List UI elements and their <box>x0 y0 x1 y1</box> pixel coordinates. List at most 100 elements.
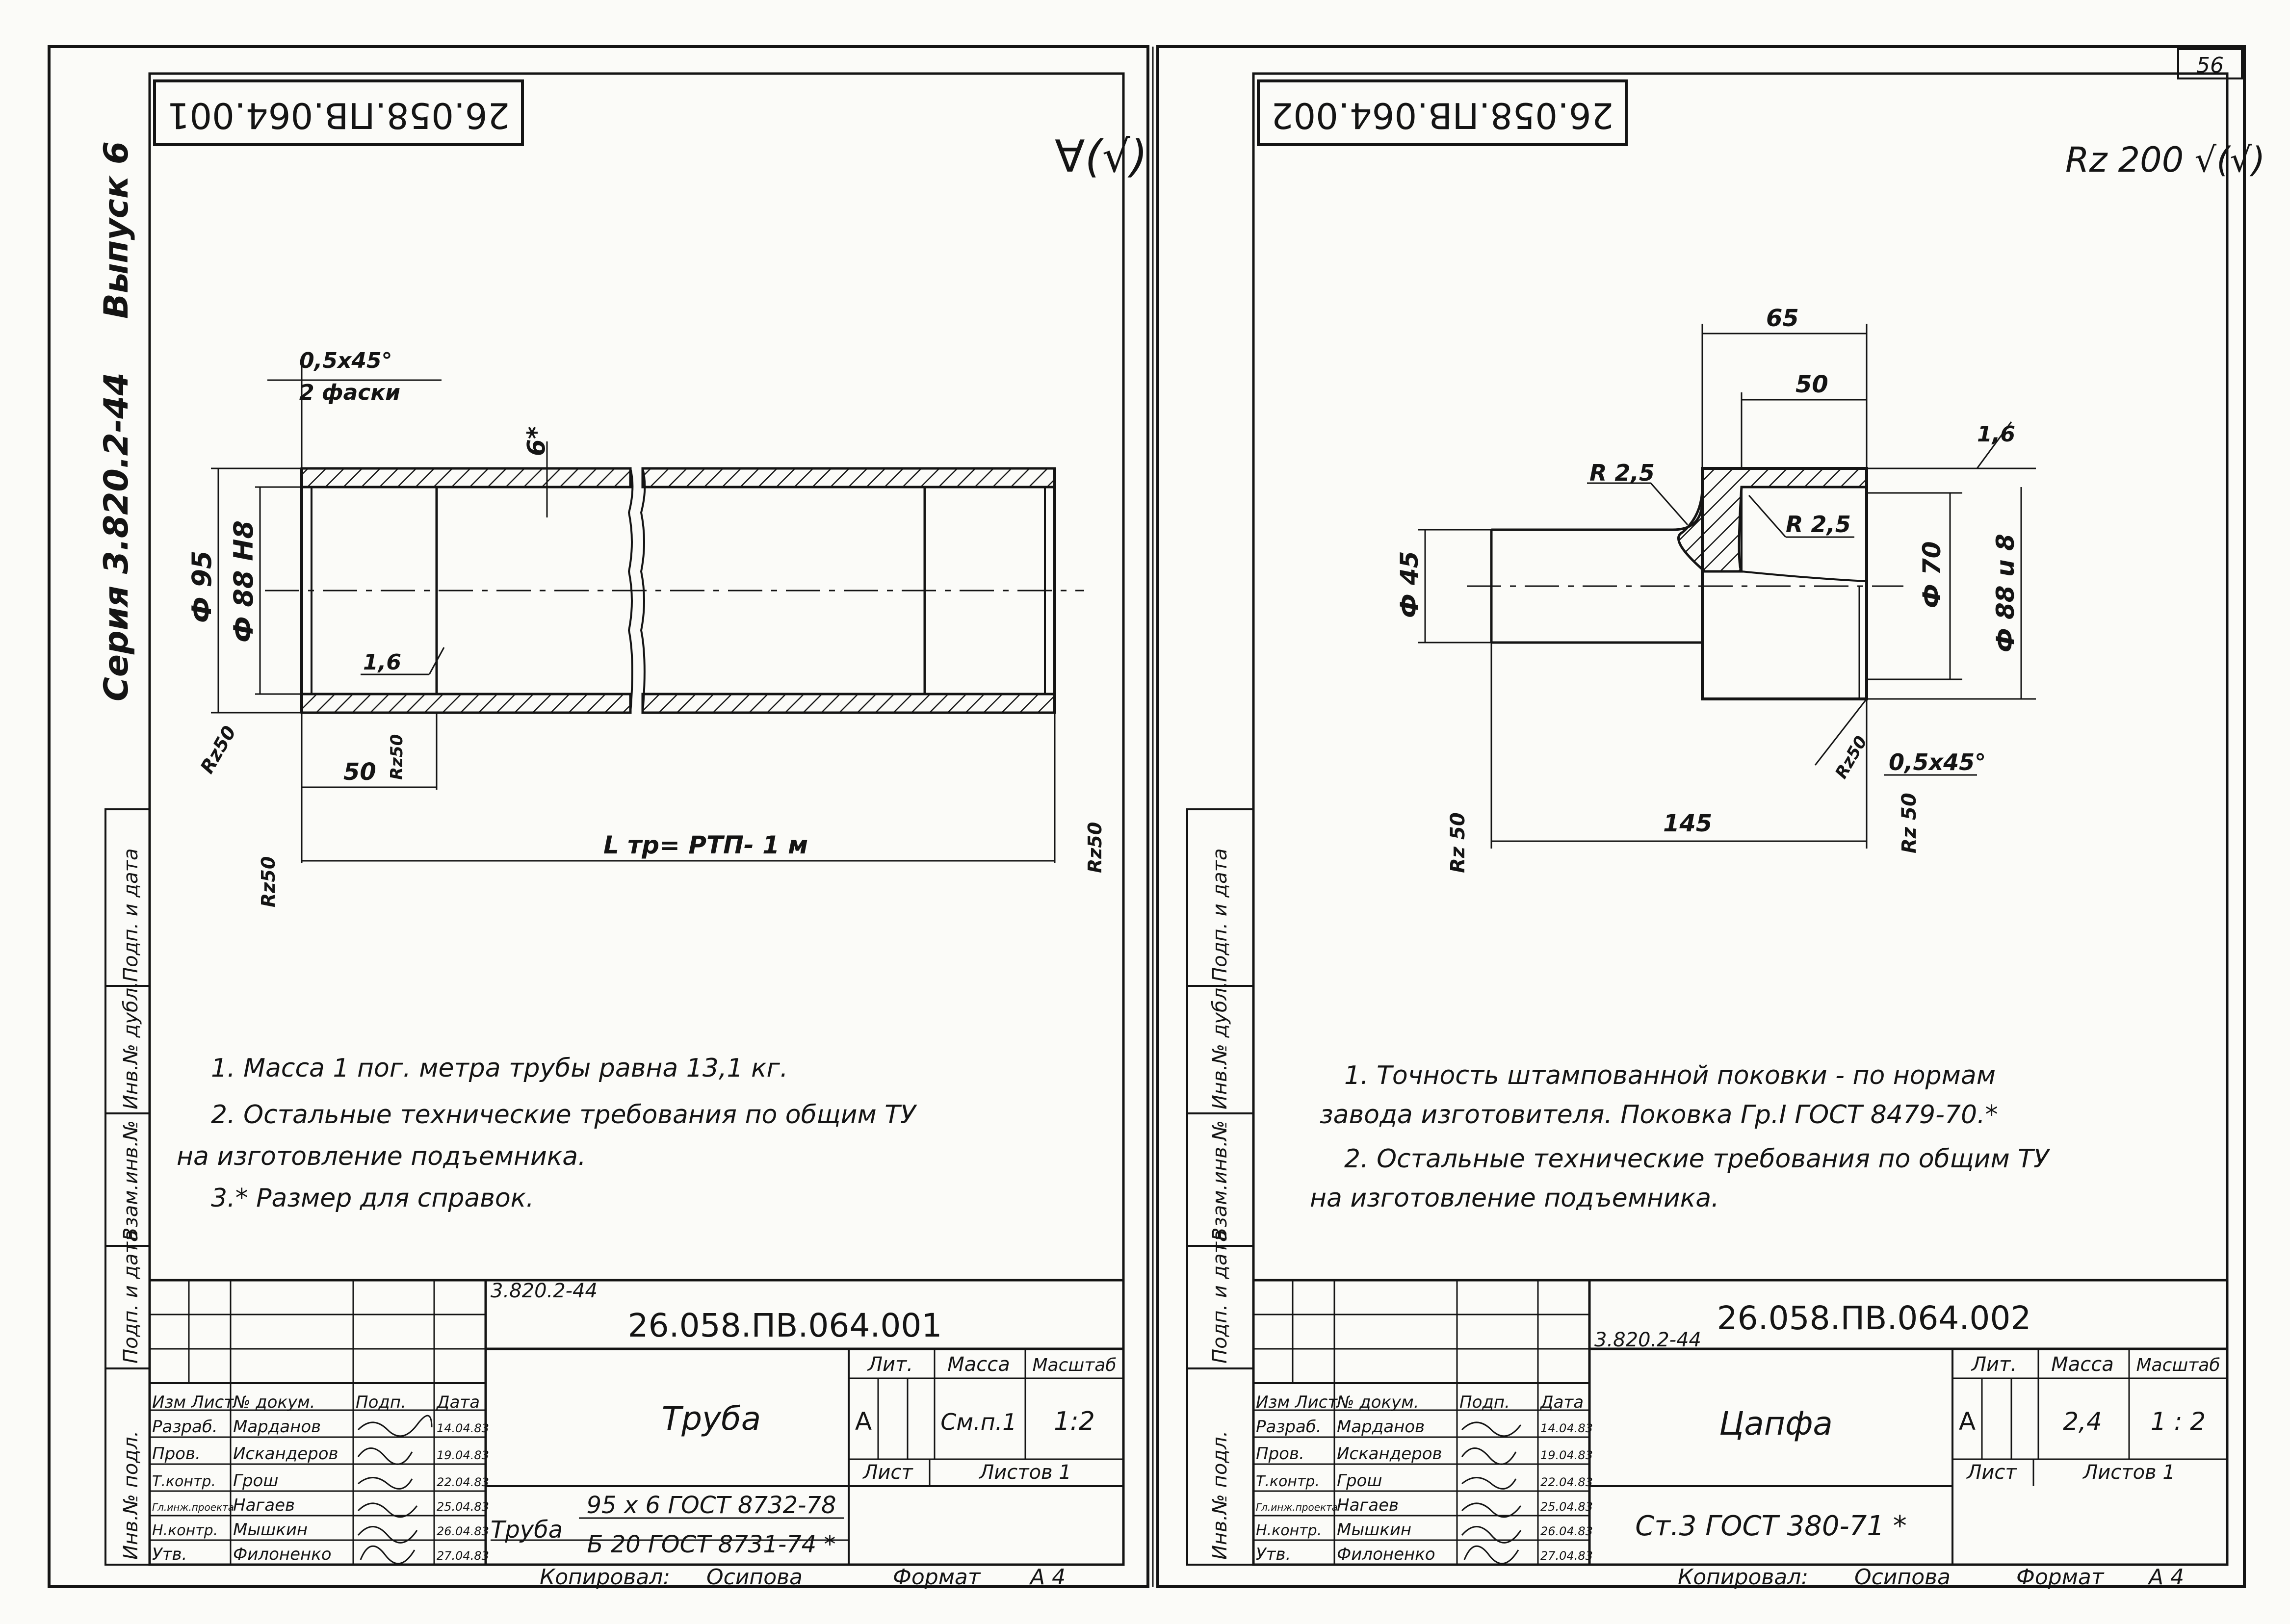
pipe-d-outer: Ф 95 <box>186 551 217 623</box>
right-scale-header: Масштаб <box>2136 1355 2220 1375</box>
left-material-bottom: Б 20 ГОСТ 8731-74 * <box>587 1531 836 1558</box>
right-format-value: А 4 <box>2147 1565 2184 1590</box>
svg-text:Филоненко: Филоненко <box>1337 1545 1435 1564</box>
left-h-list: Лист <box>190 1392 234 1412</box>
stamp-inv-podl: Инв.№ подл. <box>120 1431 142 1560</box>
svg-text:19.04.83: 19.04.83 <box>1540 1448 1593 1462</box>
right-copied-name: Осипова <box>1854 1565 1951 1590</box>
left-mass: См.п.1 <box>940 1409 1016 1435</box>
left-format-value: А 4 <box>1029 1565 1066 1590</box>
page-number-box <box>2177 48 2243 79</box>
trunnion-d70: Ф 70 <box>1918 541 1946 608</box>
pipe-length: L тр= РТП- 1 м <box>603 831 808 859</box>
svg-text:26.04.83: 26.04.83 <box>437 1524 489 1538</box>
trunnion-w50: 50 <box>1796 371 1828 398</box>
left-mass-header: Масса <box>947 1353 1010 1376</box>
left-note-4: 3.* Размер для справок. <box>211 1184 534 1213</box>
right-mass-header: Масса <box>2051 1353 2114 1376</box>
svg-text:26.04.83: 26.04.83 <box>1540 1524 1593 1538</box>
pipe-drawing <box>265 467 1084 714</box>
svg-text:Т.контр.: Т.контр. <box>152 1473 216 1490</box>
trunnion-r-right: R 2,5 <box>1786 511 1851 538</box>
left-scale: 1:2 <box>1054 1407 1095 1436</box>
trunnion-rough-bottom: Rz50 <box>1831 733 1871 782</box>
right-code-rotated: 26.058.ПВ.064.002 <box>1271 95 1614 136</box>
trunnion-d45: Ф 45 <box>1395 551 1424 618</box>
left-signature-rows: Разраб. Марданов 14.04.83 Пров. Искандер… <box>152 1417 489 1564</box>
svg-text:Пров.: Пров. <box>152 1444 201 1464</box>
right-note-4: на изготовление подъемника. <box>1310 1184 1719 1213</box>
left-note-1: 1. Масса 1 пог. метра трубы равна 13,1 к… <box>211 1054 788 1083</box>
right-inner-frame <box>1252 72 2229 1566</box>
svg-text:19.04.83: 19.04.83 <box>437 1448 489 1462</box>
page-number: 56 <box>2196 53 2224 78</box>
right-note-2: завода изготовителя. Поковка Гр.I ГОСТ 8… <box>1320 1100 1998 1130</box>
right-doc-code: 26.058.ПВ.064.002 <box>1717 1299 2031 1337</box>
left-roughness-mark: ∀(√) <box>1055 131 1147 182</box>
left-outer-border <box>48 45 1149 1588</box>
svg-text:Гл.инж.проекта: Гл.инж.проекта <box>152 1501 234 1513</box>
trunnion-dimensions <box>1418 324 2036 849</box>
right-title-block <box>1252 1279 2229 1566</box>
left-copied-label: Копировал: <box>540 1565 670 1590</box>
pipe-rough-left: Rz50 <box>258 856 279 907</box>
pipe-wall: 6* <box>522 426 550 456</box>
right-signature-scribbles <box>1461 1421 1522 1565</box>
right-mass: 2,4 <box>2063 1407 2102 1436</box>
trunnion-rough-left: Rz 50 <box>1447 812 1469 873</box>
right-format-label: Формат <box>2016 1565 2105 1590</box>
svg-text:27.04.83: 27.04.83 <box>1540 1549 1593 1563</box>
svg-text:Н.контр.: Н.контр. <box>1256 1522 1322 1539</box>
left-h-data: Дата <box>436 1392 480 1412</box>
stamp-podp-data-r2: Подп. и дата <box>1209 849 1231 982</box>
svg-text:22.04.83: 22.04.83 <box>437 1475 489 1489</box>
stamp-inv-dubl: Инв.№ дубл. <box>120 981 142 1109</box>
right-lit-header: Лит. <box>1971 1353 2017 1376</box>
left-h-ndoc: № докум. <box>232 1392 315 1412</box>
svg-text:Н.контр.: Н.контр. <box>152 1522 218 1539</box>
right-sheet-header: Лист <box>1966 1461 2017 1484</box>
left-sheet-header: Лист <box>862 1461 913 1484</box>
trunnion-r-left: R 2,5 <box>1589 460 1655 486</box>
svg-text:Марданов: Марданов <box>1337 1417 1425 1437</box>
trunnion-w65: 65 <box>1766 305 1799 332</box>
pipe-d-inner: Ф 88 Н8 <box>228 520 259 643</box>
left-doc-code: 26.058.ПВ.064.001 <box>628 1307 942 1344</box>
svg-text:Разраб.: Разраб. <box>1256 1417 1322 1437</box>
series-label: Серия 3.820.2-44 <box>97 372 136 701</box>
right-h-data: Дата <box>1539 1392 1584 1412</box>
pipe-dimensions <box>211 363 1056 863</box>
svg-text:Грош: Грош <box>1337 1471 1382 1491</box>
svg-text:Нагаев: Нагаев <box>1337 1495 1399 1515</box>
pipe-rough-inner: 1,6 <box>363 650 401 675</box>
svg-text:Т.контр.: Т.контр. <box>1256 1473 1320 1490</box>
stamp-vzam-r: Взам.инв.№ <box>1209 1120 1231 1241</box>
right-series-code: 3.820.2-44 <box>1594 1329 1701 1351</box>
trunnion-rough-right: Rz 50 <box>1898 793 1921 853</box>
right-h-izm: Изм <box>1256 1392 1290 1412</box>
svg-text:Марданов: Марданов <box>233 1417 321 1437</box>
svg-text:Утв.: Утв. <box>1256 1545 1291 1564</box>
svg-text:14.04.83: 14.04.83 <box>437 1421 489 1435</box>
left-doc-title: Труба <box>662 1400 761 1438</box>
right-code-box <box>1257 79 1628 146</box>
stamp-inv-dubl-r: Инв.№ дубл. <box>1209 981 1231 1109</box>
right-signature-rows: Разраб. Марданов 14.04.83 Пров. Искандер… <box>1256 1417 1593 1564</box>
left-h-podp: Подп. <box>356 1392 406 1412</box>
svg-text:Разраб.: Разраб. <box>152 1417 218 1437</box>
left-note-3: на изготовление подъемника. <box>177 1142 586 1171</box>
right-note-1: 1. Точность штампованной поковки - по но… <box>1344 1061 1996 1090</box>
trunnion-drawing <box>1467 467 1903 700</box>
right-stamp-columns: Инв.№ подл. Подп. и дата Взам.инв.№ Инв.… <box>1186 808 1254 1566</box>
svg-text:Филоненко: Филоненко <box>233 1545 332 1564</box>
issue-label: Выпуск 6 <box>97 141 136 319</box>
left-sheets-total: Листов 1 <box>978 1461 1071 1484</box>
trunnion-chamfer: 0,5x45° <box>1889 749 1986 775</box>
svg-text:Утв.: Утв. <box>152 1545 187 1564</box>
right-copied-label: Копировал: <box>1678 1565 1808 1590</box>
right-doc-title: Цапфа <box>1719 1405 1833 1443</box>
right-sheets-total: Листов 1 <box>2082 1461 2175 1484</box>
svg-text:Гл.инж.проекта: Гл.инж.проекта <box>1256 1501 1338 1513</box>
left-h-izm: Изм <box>152 1392 186 1412</box>
